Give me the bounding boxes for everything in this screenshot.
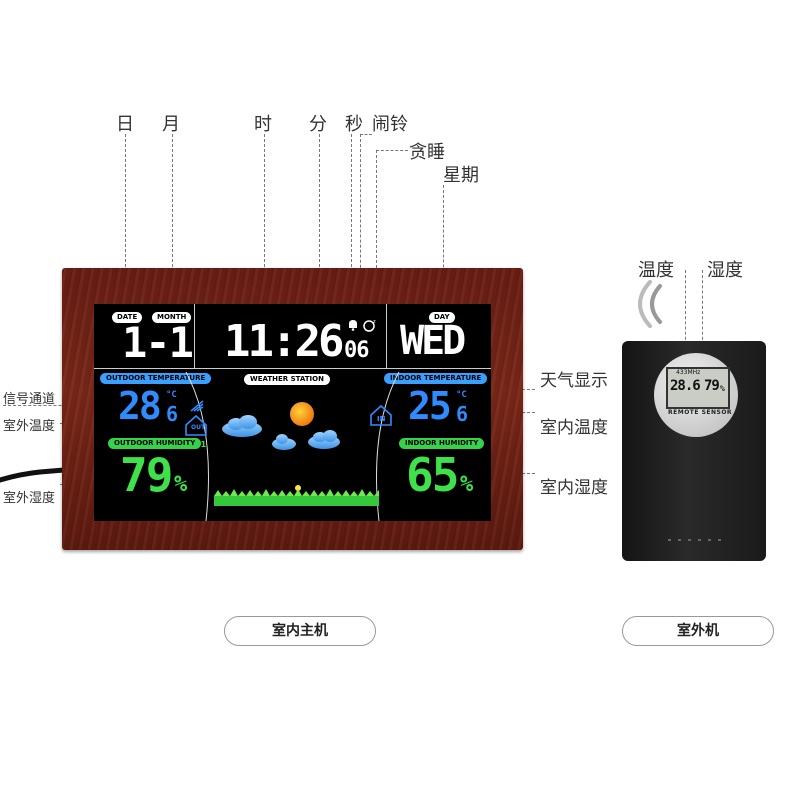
sensor-lcd-humidity: 79 bbox=[704, 378, 720, 394]
indoor-humidity-percent: % bbox=[460, 472, 474, 497]
callout-day: 日 bbox=[116, 114, 134, 135]
outdoor-temperature-title: OUTDOOR TEMPERATURE bbox=[100, 373, 212, 384]
callout-second: 秒 bbox=[345, 114, 363, 135]
month-tag: MONTH bbox=[152, 312, 192, 323]
callout-alarm: 闹铃 bbox=[372, 114, 408, 135]
remote-sensor-body: 433MHz 28.6 79 % REMOTE SENSOR bbox=[622, 341, 766, 561]
indoor-humidity-title: INDOOR HUMIDITY bbox=[399, 438, 485, 449]
callout-snooze: 贪睡 bbox=[409, 142, 445, 163]
callout-month: 月 bbox=[162, 114, 180, 135]
outdoor-temperature-decimal: 6 bbox=[166, 402, 179, 426]
outdoor-humidity-value: 79 bbox=[120, 448, 173, 502]
leader-minute bbox=[319, 134, 320, 317]
leader-alarm bbox=[360, 134, 361, 318]
outdoor-house-icon bbox=[185, 414, 207, 436]
svg-text:z: z bbox=[373, 319, 376, 325]
sensor-lcd: 433MHz 28.6 79 % bbox=[666, 367, 730, 409]
alarm-bell-icon bbox=[349, 320, 357, 331]
time-value: 11:26 bbox=[224, 316, 344, 367]
callout-signal-channel: 信号通道 bbox=[3, 392, 56, 407]
out-label: OUT bbox=[191, 424, 206, 431]
callout-outdoor-humidity: 室外湿度 bbox=[3, 491, 56, 506]
leader-weekday bbox=[443, 185, 444, 317]
indoor-temperature-value: 25 bbox=[408, 384, 452, 428]
main-unit-screen: DATE MONTH 1-1 11:26 06 z DAY WED OUTDOO… bbox=[94, 304, 491, 521]
wireless-signal-icon bbox=[638, 280, 662, 328]
power-cable bbox=[0, 467, 67, 483]
sensor-callout-humidity: 湿度 bbox=[707, 260, 743, 281]
leader-hour bbox=[264, 134, 265, 317]
leader-snooze-h bbox=[376, 150, 408, 151]
indoor-house-icon bbox=[370, 404, 392, 426]
indoor-temperature-decimal: 6 bbox=[456, 402, 469, 426]
indoor-temperature-unit: °C bbox=[456, 390, 467, 400]
indoor-humidity-value: 65 bbox=[406, 448, 459, 502]
leader-day bbox=[125, 134, 126, 317]
callout-indoor-temperature: 室内温度 bbox=[540, 418, 608, 438]
indoor-unit-button[interactable]: 室内主机 bbox=[224, 616, 376, 646]
leader-second bbox=[351, 134, 352, 327]
callout-weather-display: 天气显示 bbox=[540, 371, 608, 391]
outdoor-humidity-percent: % bbox=[174, 472, 188, 497]
callout-minute: 分 bbox=[309, 114, 327, 135]
seconds-value: 06 bbox=[344, 338, 369, 363]
callout-outdoor-temperature: 室外温度 bbox=[3, 419, 56, 434]
leader-sensor-hum bbox=[702, 270, 703, 350]
leader-month bbox=[172, 134, 173, 317]
sensor-callout-temperature: 温度 bbox=[638, 260, 674, 281]
sensor-lcd-percent: % bbox=[720, 384, 725, 393]
sensor-caption: REMOTE SENSOR bbox=[668, 409, 733, 416]
sensor-dots bbox=[668, 539, 722, 541]
day-tag: DAY bbox=[429, 312, 455, 323]
sensor-frequency: 433MHz bbox=[676, 369, 701, 376]
weekday-value: WED bbox=[400, 318, 466, 364]
callout-hour: 时 bbox=[254, 114, 272, 135]
outdoor-unit-button[interactable]: 室外机 bbox=[622, 616, 774, 646]
snooze-icon: z bbox=[363, 319, 376, 332]
outdoor-humidity-title: OUTDOOR HUMIDITY bbox=[108, 438, 202, 449]
callout-indoor-humidity: 室内湿度 bbox=[540, 478, 608, 498]
sensor-lcd-temperature: 28.6 bbox=[670, 378, 701, 394]
leader-snooze bbox=[376, 150, 377, 318]
leader-alarm-h bbox=[360, 134, 372, 135]
weather-scene bbox=[214, 402, 379, 506]
leader-sensor-temp bbox=[685, 270, 686, 350]
weather-station-title: WEATHER STATION bbox=[244, 374, 330, 385]
date-tag: DATE bbox=[112, 312, 143, 323]
indoor-temperature-title: INDOOR TEMPERATURE bbox=[384, 373, 488, 384]
callout-weekday: 星期 bbox=[443, 165, 479, 186]
date-value: 1-1 bbox=[122, 318, 194, 367]
outdoor-temperature-unit: °C bbox=[166, 390, 177, 400]
outdoor-temperature-value: 28 bbox=[118, 384, 162, 428]
in-label: IN bbox=[377, 415, 386, 423]
signal-antenna-icon bbox=[190, 400, 204, 412]
